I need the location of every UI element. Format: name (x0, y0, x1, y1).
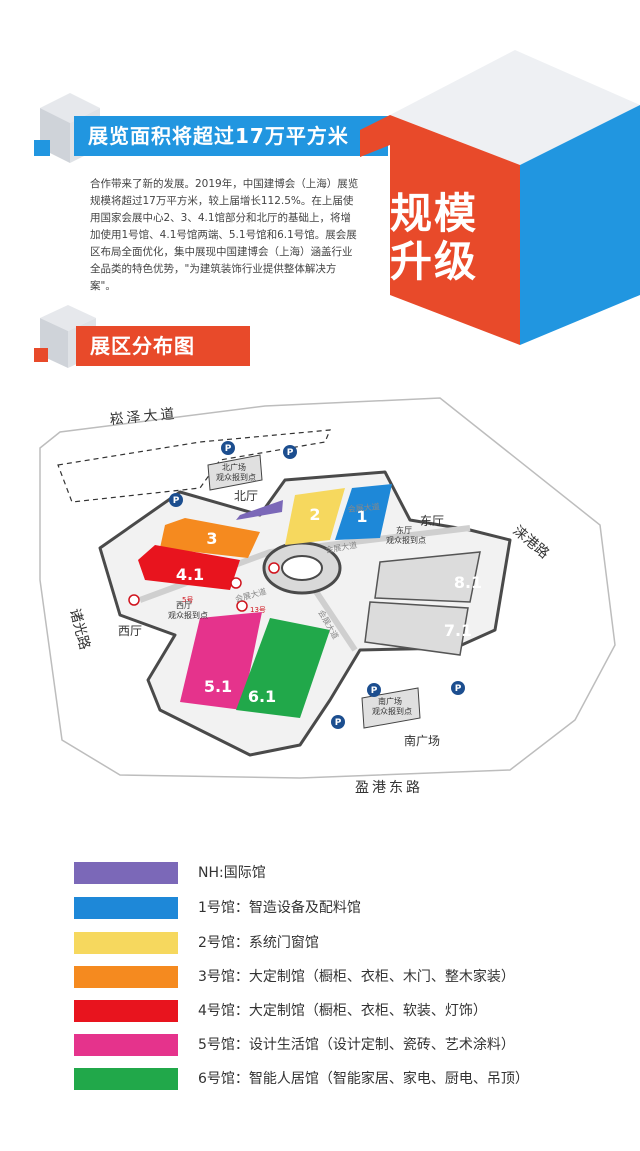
parking-1: P (225, 444, 232, 454)
north-box-line1: 北广场 (222, 462, 246, 472)
scale-title-line2: 升级 (390, 237, 479, 286)
venue-map: P P P P P P 2 1 3 4.1 8.1 7.1 5.1 6.1 北厅… (39, 397, 616, 796)
label-west-hall: 西厅 (118, 624, 142, 638)
legend-swatch (74, 932, 178, 954)
legend-label: 3号馆：大定制馆（橱柜、衣柜、木门、整木家装） (198, 969, 515, 985)
legend-swatch (74, 1034, 178, 1056)
scale-title-line1: 规模 (390, 189, 479, 238)
hall-71 (364, 601, 469, 656)
label-south-square: 南广场 (404, 733, 440, 748)
label-hall-41: 4.1 (176, 565, 204, 584)
hall-nh (236, 500, 283, 520)
west-box-line2: 观众报到点 (168, 610, 208, 620)
hall-61 (236, 618, 330, 718)
map-banner: 展区分布图 (76, 326, 250, 366)
label-north-hall: 北厅 (234, 489, 258, 503)
legend-swatch (74, 862, 178, 884)
hall-2 (285, 488, 345, 545)
legend-label: NH:国际馆 (198, 865, 266, 881)
metro-label-13: 13号 (250, 606, 266, 614)
north-box-line2: 观众报到点 (216, 472, 256, 482)
intro-paragraph: 合作带来了新的发展。2019年，中国建博会（上海）展览规模将超过17万平方米，较… (90, 178, 359, 292)
parking-3: P (173, 496, 180, 506)
metro-markers (128, 562, 280, 612)
road-north: 崧泽大道 (109, 406, 178, 428)
scale-cube (360, 50, 640, 345)
legend-swatch (74, 1068, 178, 1090)
area-banner: 展览面积将超过17万平方米 (74, 116, 388, 156)
road-south: 盈港东路 (355, 780, 423, 796)
legend-swatch (74, 897, 178, 919)
south-box-line2: 观众报到点 (372, 706, 412, 716)
label-hall-71: 7.1 (444, 621, 472, 640)
south-box-line1: 南广场 (378, 696, 402, 706)
avenue-label-4: 会展大道 (347, 501, 380, 514)
parking-6: P (335, 718, 342, 728)
label-hall-2: 2 (309, 505, 320, 524)
hall-81 (374, 551, 481, 603)
legend-label: 4号馆：大定制馆（橱柜、衣柜、软装、灯饰） (198, 1003, 487, 1019)
legend-label: 6号馆：智能人居馆（智能家居、家电、厨电、吊顶） (198, 1071, 529, 1087)
parking-5: P (455, 684, 462, 694)
east-box-line2: 观众报到点 (386, 535, 426, 545)
north-dashed-area (57, 429, 331, 503)
hall-41 (138, 545, 240, 590)
south-square-box (361, 687, 421, 729)
west-box-line1: 西厅 (176, 601, 192, 610)
hall-1 (335, 484, 392, 540)
parking-markers (169, 441, 465, 729)
legend-label: 1号馆：智造设备及配料馆 (198, 900, 361, 916)
label-hall-61: 6.1 (248, 687, 276, 706)
label-hall-51: 5.1 (204, 677, 232, 696)
parking-2: P (287, 448, 294, 458)
legend-swatch (74, 966, 178, 988)
label-east-hall: 东厅 (420, 514, 444, 528)
legend-label: 2号馆：系统门窗馆 (198, 935, 319, 951)
parking-4: P (371, 686, 378, 696)
legend-label: 5号馆：设计生活馆（设计定制、瓷砖、艺术涂料） (198, 1037, 515, 1053)
hall-51 (180, 612, 262, 710)
hall-3 (160, 518, 260, 558)
legend-swatch (74, 1000, 178, 1022)
east-box-line1: 东厅 (396, 525, 412, 535)
label-hall-81: 8.1 (454, 573, 482, 592)
metro-label-5: 5号 (182, 596, 193, 604)
label-hall-3: 3 (206, 529, 217, 548)
north-square-box (207, 454, 263, 491)
label-hall-1: 1 (356, 507, 367, 526)
